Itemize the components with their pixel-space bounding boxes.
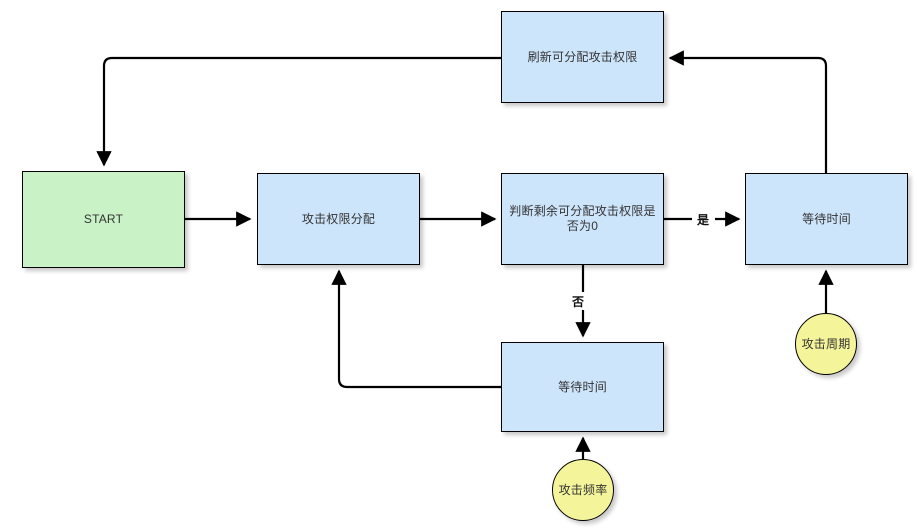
node-attack-period[interactable]: 攻击周期 [795, 313, 857, 375]
edge-label-yes: 是 [697, 213, 710, 227]
node-wait-time-bottom-label: 等待时间 [558, 379, 607, 394]
node-attack-permission-allocation-label: 攻击权限分配 [301, 211, 376, 226]
node-attack-frequency-label: 攻击频率 [558, 482, 608, 497]
node-decision-remaining-permission-zero[interactable]: 判断剩余可分配攻击权限是否为0 [501, 173, 664, 265]
node-refresh-allocatable-permission[interactable]: 刷新可分配攻击权限 [501, 11, 664, 103]
edge-wait-right-to-refresh [668, 50, 828, 173]
node-wait-time-bottom[interactable]: 等待时间 [501, 342, 664, 432]
edge-wait-bottom-to-assign [331, 269, 501, 389]
node-wait-time-right[interactable]: 等待时间 [745, 173, 908, 265]
node-attack-permission-allocation[interactable]: 攻击权限分配 [257, 173, 420, 265]
node-start[interactable]: START [22, 171, 185, 268]
node-attack-frequency[interactable]: 攻击频率 [552, 459, 614, 521]
edge-refresh-to-start [96, 56, 501, 167]
node-start-label: START [83, 212, 124, 226]
node-wait-time-right-label: 等待时间 [802, 211, 851, 226]
node-attack-period-label: 攻击周期 [801, 336, 851, 351]
node-refresh-allocatable-permission-label: 刷新可分配攻击权限 [527, 49, 638, 64]
node-decision-remaining-permission-zero-label: 判断剩余可分配攻击权限是否为0 [509, 204, 656, 233]
edge-label-no: 否 [572, 295, 585, 309]
